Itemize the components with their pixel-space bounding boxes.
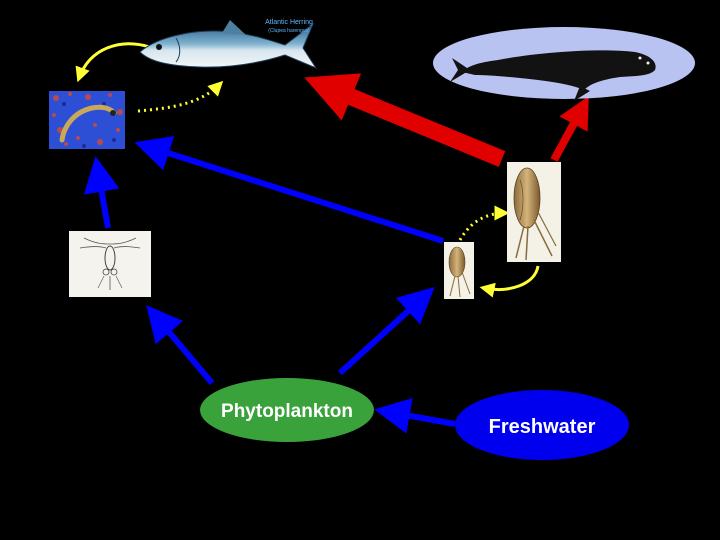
herring-fish-icon <box>139 20 318 70</box>
arrow-copepod-to-whale <box>550 95 589 162</box>
larval-fish-icon <box>49 91 125 149</box>
freshwater-label: Freshwater <box>489 416 596 438</box>
small-copepod-icon <box>444 242 474 299</box>
herring-title: Atlantic Herring <box>265 19 313 26</box>
arrow-larval-fish-to-herring <box>137 80 224 113</box>
arrow-copepod-to-larval-fish <box>134 136 444 244</box>
arrow-copepod-to-herring <box>304 73 506 167</box>
arrow-phyto-to-nauplius <box>146 305 215 385</box>
phytoplankton-label: Phytoplankton <box>221 401 353 422</box>
arrow-herring-to-larval-fish <box>75 42 151 83</box>
herring-subtitle: (Clupea harengus) <box>268 28 310 34</box>
arrow-large-to-small-copepod <box>479 265 540 298</box>
freshwater-node: Freshwater <box>455 390 629 460</box>
arrow-small-to-large-copepod <box>458 205 510 241</box>
arrow-nauplius-to-larval-fish <box>83 156 120 229</box>
nauplius-larva-icon <box>69 231 151 297</box>
arrow-phyto-to-small-copepod <box>337 286 435 376</box>
phytoplankton-node: Phytoplankton <box>200 378 374 442</box>
arrow-freshwater-to-phyto <box>374 398 456 434</box>
right-whale-icon <box>433 27 695 101</box>
large-copepod-icon <box>507 162 561 262</box>
